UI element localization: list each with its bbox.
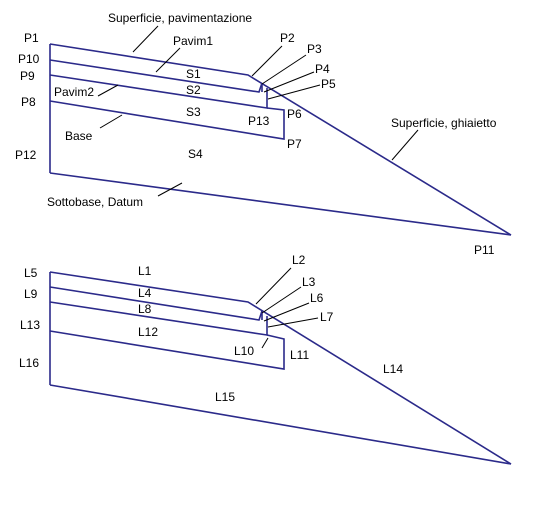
surface-label-s4: S4: [188, 147, 203, 161]
point-label-p5: P5: [321, 77, 336, 91]
leader-pavim2: [97, 84, 119, 97]
line-label-l5: L5: [24, 266, 38, 280]
leader-l3: [261, 286, 302, 314]
line-label-l3: L3: [302, 275, 316, 289]
point-label-p12: P12: [15, 148, 37, 162]
bottom-l8-edge: [49, 301, 268, 336]
line-label-l10: L10: [234, 344, 254, 358]
line-label-l15: L15: [215, 390, 235, 404]
point-label-p8: P8: [21, 95, 36, 109]
point-label-p4: P4: [315, 62, 330, 76]
leader-sottobase-datum: [157, 182, 183, 197]
top-base-bottom-edge: [49, 100, 285, 140]
line-label-l2: L2: [292, 253, 306, 267]
line-label-l16: L16: [19, 356, 39, 370]
line-label-l12: L12: [138, 325, 158, 339]
leader-base: [99, 114, 123, 129]
bottom-l12-edge: [49, 330, 285, 370]
bottom-diagram: L5 L9 L13 L16 L1 L4 L8 L12 L10 L11 L2 L3…: [19, 253, 512, 465]
bottom-surface-edge: [49, 271, 512, 465]
line-label-l4: L4: [138, 286, 152, 300]
leader-superficie-ghiaietto: [391, 129, 419, 161]
bottom-l4-edge: [49, 286, 263, 321]
leader-l6: [263, 302, 310, 322]
top-diagram: P1 P10 P9 P8 P12 P2 P3 P4 P5 P6 P7 P13 P…: [15, 11, 512, 257]
point-label-p13: P13: [248, 114, 270, 128]
layer-label-pavim2: Pavim2: [54, 85, 94, 99]
leader-p3: [261, 54, 307, 85]
layer-label-superficie-pavimentazione: Superficie, pavimentazione: [108, 11, 252, 25]
point-label-p1: P1: [24, 31, 39, 45]
point-label-p3: P3: [307, 42, 322, 56]
point-label-p7: P7: [287, 137, 302, 151]
layer-label-pavim1: Pavim1: [173, 34, 213, 48]
leader-l10: [261, 337, 269, 349]
top-pavim1-bottom-edge: [49, 59, 263, 93]
line-label-l1: L1: [138, 264, 152, 278]
line-label-l11: L11: [290, 348, 309, 362]
leader-p4: [263, 71, 315, 93]
top-surface-edge: [49, 43, 512, 236]
surface-label-s3: S3: [186, 105, 201, 119]
bottom-datum-edge: [49, 384, 512, 465]
point-label-p10: P10: [18, 52, 40, 66]
point-label-p2: P2: [280, 31, 295, 45]
line-label-l8: L8: [138, 302, 152, 316]
surface-label-s1: S1: [186, 67, 201, 81]
line-label-l9: L9: [24, 287, 38, 301]
leader-l2: [255, 267, 292, 305]
leader-superficie-pavimentazione: [132, 25, 159, 53]
layer-label-sottobase-datum: Sottobase, Datum: [47, 195, 143, 209]
leader-pavim1: [155, 47, 181, 73]
leader-p2: [251, 45, 283, 77]
point-label-p11: P11: [474, 243, 495, 257]
line-label-l7: L7: [320, 310, 334, 324]
leader-p5: [267, 84, 321, 100]
line-label-l6: L6: [310, 291, 324, 305]
line-label-l14: L14: [383, 362, 403, 376]
leader-l7: [267, 317, 319, 328]
point-label-p9: P9: [20, 69, 35, 83]
layer-label-base: Base: [65, 129, 93, 143]
surface-label-s2: S2: [186, 83, 201, 97]
layer-label-superficie-ghiaietto: Superficie, ghiaietto: [391, 116, 497, 130]
top-datum-edge: [49, 172, 512, 236]
line-label-l13: L13: [20, 318, 40, 332]
point-label-p6: P6: [287, 107, 302, 121]
